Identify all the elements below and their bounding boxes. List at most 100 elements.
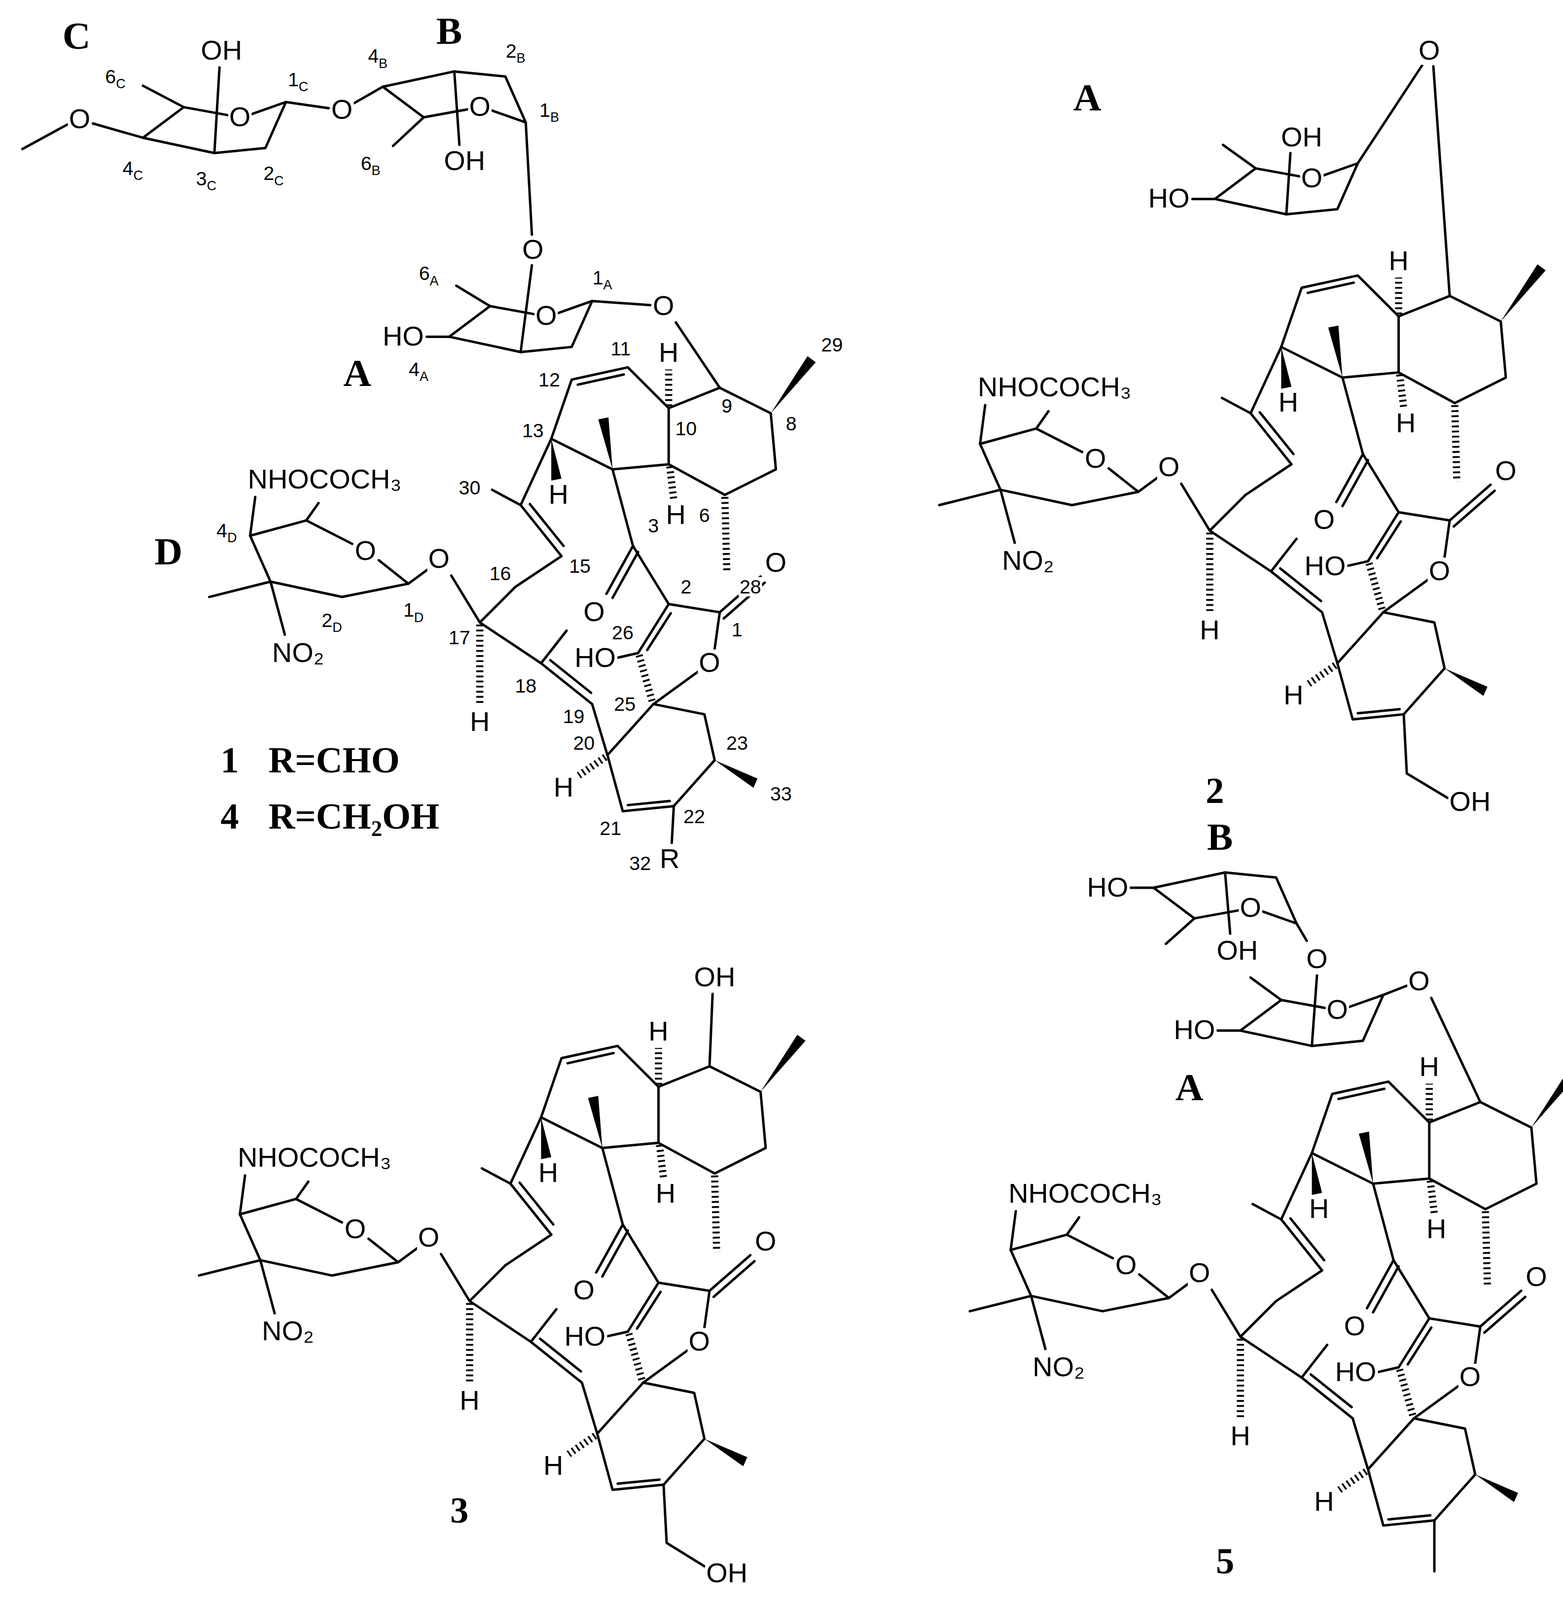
locant-number: 25	[612, 694, 637, 714]
atom-label: O	[1343, 1313, 1367, 1341]
bond-line	[92, 123, 143, 138]
sugar-letter: A	[1174, 1067, 1205, 1107]
sugar-locant: 3C	[194, 169, 217, 189]
bond-line	[1129, 887, 1154, 890]
sugar-letter: D	[153, 532, 184, 571]
bond-line	[663, 1485, 705, 1567]
locant-number: 23	[725, 733, 749, 753]
sugar-letter: A	[1072, 77, 1103, 117]
atom-label: O	[1493, 457, 1518, 486]
atom-label: NHOCOCH₃	[236, 1144, 393, 1173]
atom-label: O	[426, 545, 451, 574]
bond-line	[1312, 975, 1317, 1047]
atom-label: O	[697, 649, 722, 678]
locant-number: 10	[674, 419, 698, 439]
atom-label: NHOCOCH₃	[1007, 1180, 1164, 1208]
atom-label: NO₂	[1031, 1353, 1086, 1382]
atom-label: H	[1308, 1195, 1331, 1224]
atom-label: H	[1229, 1423, 1252, 1452]
subscript: C	[206, 177, 216, 193]
atom-label: HO	[1147, 185, 1191, 214]
atom-label: R	[658, 845, 681, 874]
compound-3-skeleton	[199, 1034, 806, 1491]
subscript: B	[378, 55, 388, 71]
sugar-locant: 4C	[121, 158, 144, 178]
atom-label: O	[417, 1224, 441, 1252]
atom-label: OH	[199, 37, 244, 66]
atom-label: O	[343, 1216, 368, 1244]
sugar-locant: 6B	[359, 153, 382, 174]
sugar-locant: 2D	[320, 610, 343, 631]
atom-label: O	[1427, 557, 1452, 586]
subscript: B	[550, 109, 560, 125]
atom-label: HO	[573, 644, 617, 673]
bond-line	[525, 122, 532, 235]
atom-label: O	[1305, 945, 1329, 974]
subscript: B	[516, 50, 526, 66]
atom-label: O	[521, 236, 545, 264]
bond-line	[1286, 153, 1291, 215]
locant-number: 12	[537, 369, 562, 390]
locant-number: 16	[488, 564, 513, 584]
atom-label: H	[1394, 409, 1418, 438]
atom-label: O	[1157, 453, 1181, 482]
locant-number: 33	[769, 784, 793, 804]
bond-line	[1250, 977, 1281, 1001]
atom-label: H	[1282, 682, 1305, 711]
locant-number: 9	[720, 396, 734, 416]
atom-label: H	[547, 481, 570, 509]
atom-label: O	[330, 96, 355, 125]
locant-number: 21	[598, 818, 623, 839]
sugar-locant: 6A	[418, 263, 440, 284]
compound-number: 1	[219, 742, 240, 780]
bond-line	[675, 322, 720, 388]
atom-label: OH	[1215, 937, 1259, 965]
subscript: C	[133, 167, 143, 183]
atom-label: O	[1083, 445, 1108, 474]
bond-line	[1225, 872, 1231, 934]
bond-line	[592, 301, 651, 306]
atom-label: H	[542, 1453, 565, 1481]
atom-label: OH	[1448, 788, 1492, 817]
atom-label: H	[1313, 1488, 1336, 1517]
sugar-locant: 2B	[504, 41, 527, 61]
bond-line	[520, 265, 533, 353]
atom-label: NHOCOCH₃	[247, 465, 403, 494]
atom-label: H	[657, 339, 680, 367]
atom-label: O	[1187, 1260, 1212, 1288]
atom-label: O	[1114, 1251, 1138, 1280]
subscript: B	[371, 162, 381, 178]
sugar-locant: 1C	[286, 70, 310, 90]
atom-label: H	[458, 1387, 481, 1416]
atom-label: O	[353, 537, 378, 566]
substituent-label: R=CHO	[267, 742, 401, 780]
atom-label: HO	[563, 1323, 607, 1351]
bond-line	[1433, 66, 1450, 297]
atom-label: O	[1458, 1364, 1483, 1392]
locant-number: 19	[562, 707, 586, 727]
atom-label: HO	[381, 322, 426, 351]
subscript: C	[298, 78, 309, 95]
atom-label: O	[534, 302, 559, 331]
subscript: A	[419, 368, 429, 384]
atom-label: O	[582, 598, 606, 627]
locant-number: 30	[457, 478, 482, 498]
bond-line	[285, 102, 329, 108]
atom-label: O	[687, 1328, 711, 1356]
atom-label: HO	[1172, 1017, 1216, 1045]
sugar-locant: 4B	[366, 46, 389, 66]
atom-label: NHOCOCH₃	[976, 374, 1133, 402]
subscript: D	[227, 530, 237, 546]
atom-label: H	[647, 1018, 670, 1046]
atom-label: O	[651, 292, 676, 320]
compound-5-skeleton	[969, 1070, 1563, 1527]
substituent-label: R=CH₂OH	[267, 798, 441, 836]
atom-label: O	[1239, 894, 1263, 923]
atom-label: H	[664, 501, 687, 530]
compound-2-skeleton	[939, 264, 1546, 720]
atom-label: H	[1387, 247, 1410, 276]
bond-line	[456, 285, 491, 307]
atom-label: O	[1417, 37, 1442, 66]
atom-label: H	[1277, 389, 1300, 418]
locant-number: 2	[679, 577, 693, 597]
